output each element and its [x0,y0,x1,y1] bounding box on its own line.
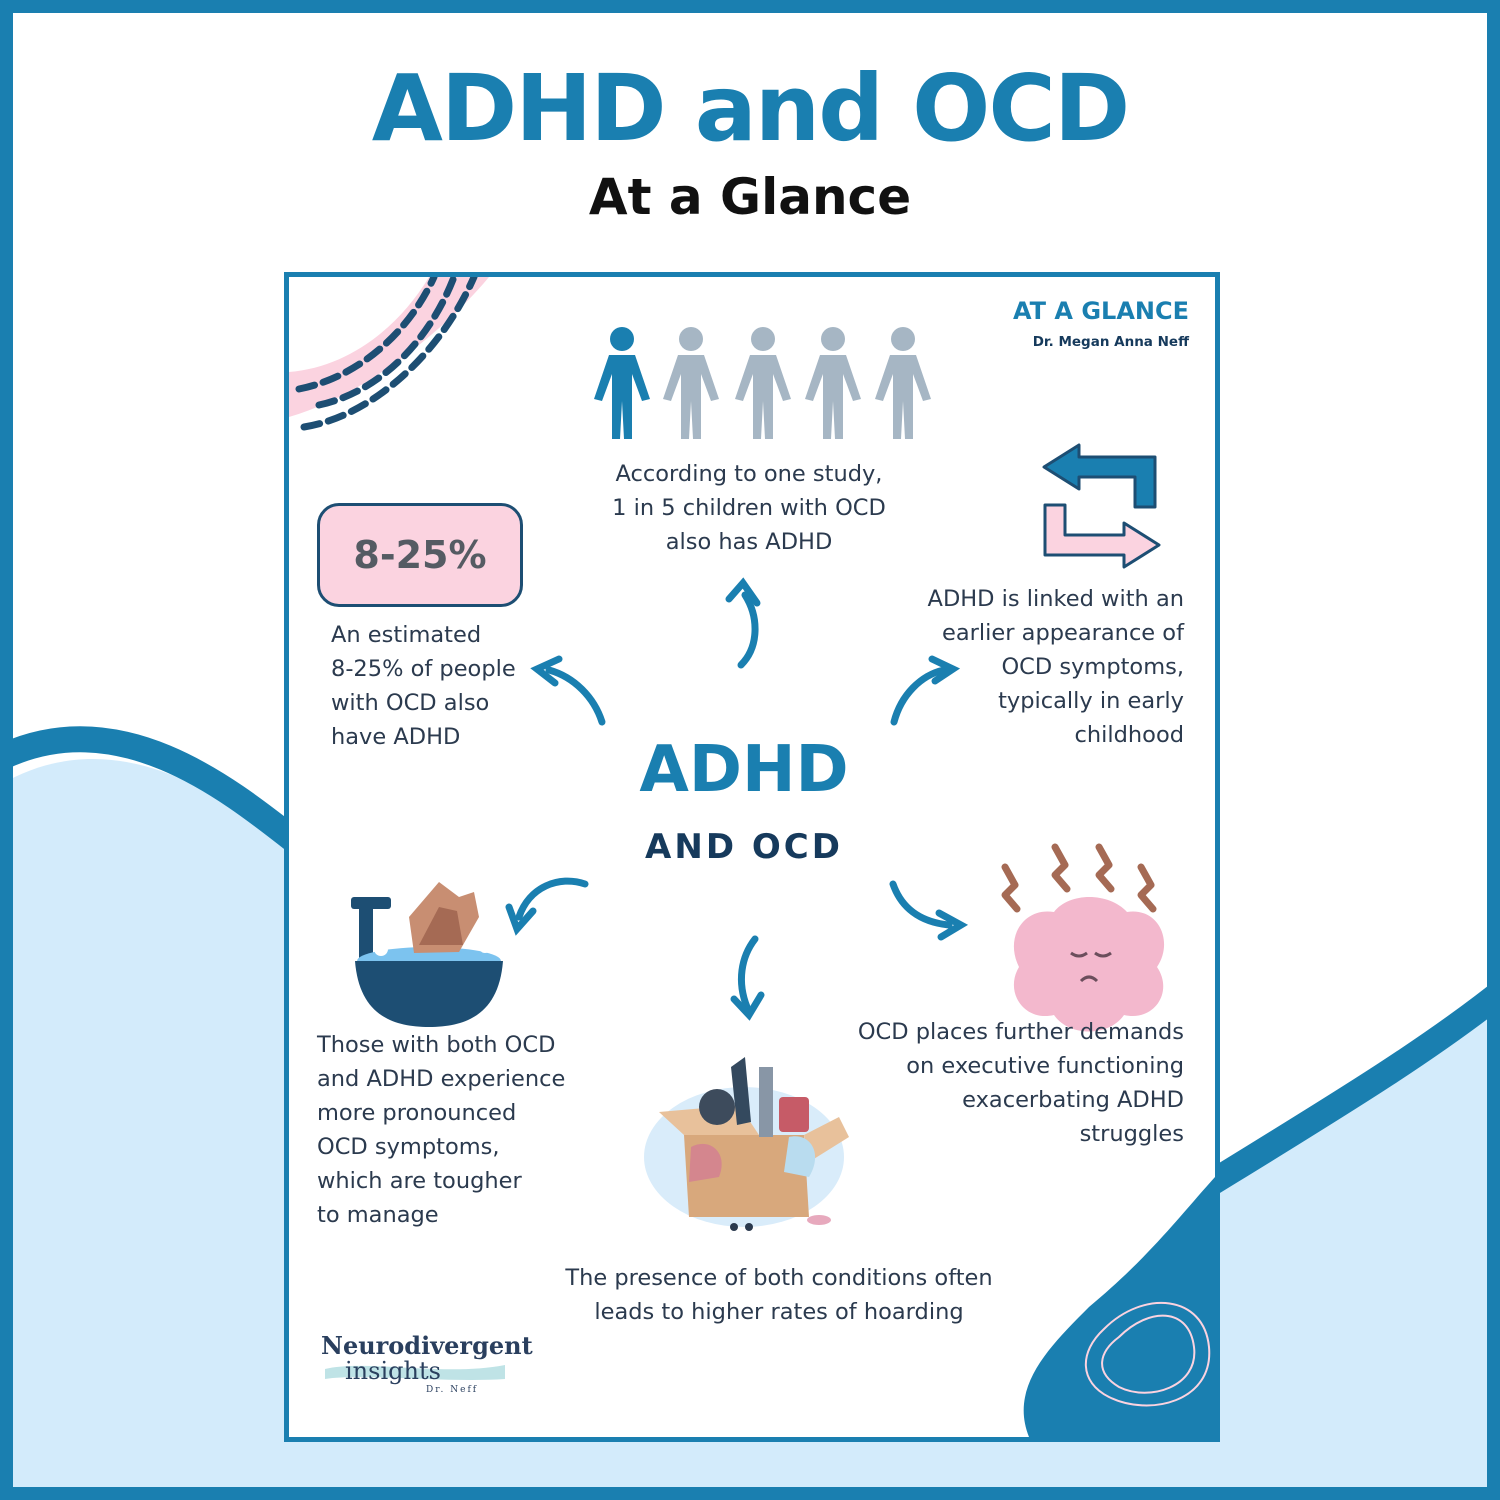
hand-washing-icon [351,882,503,1027]
onset-fact: ADHD is linked with an earlier appearanc… [927,586,1184,748]
estimate-fact: An estimated 8-25% of people with OCD al… [331,622,516,750]
background-wave-line-right [1193,976,1500,1202]
center-title: ADHD [639,733,849,807]
person-highlighted-icon [594,327,650,439]
arrow-up [737,591,759,669]
center-subtitle: AND OCD [645,827,843,867]
logo-subtitle: insights [345,1357,441,1385]
people-icon [594,327,931,439]
corner-swoosh-decoration [289,277,489,431]
logo-brush-stroke [325,1365,505,1380]
logo-author: Dr. Neff [426,1385,479,1395]
infographic-card: AT A GLANCE Dr. Megan Anna Neff Accordin… [284,272,1220,1442]
arrow-right [890,666,948,726]
person-gray-icon-2 [735,327,791,439]
background-wave-fill [0,758,290,1500]
arrow-up-head [725,577,761,607]
arrow-left-head [530,655,563,687]
hoarding-fact: The presence of both conditions often le… [565,1265,993,1325]
background-wave-line [0,726,309,856]
corner-blob-decoration [1023,1177,1215,1437]
symptoms-fact: Those with both OCD and ADHD experience … [317,1032,566,1228]
cluttered-box-icon [644,1057,849,1231]
person-gray-icon-3 [805,327,861,439]
person-gray-icon-1 [663,327,719,439]
swap-arrows-icon [1042,443,1161,569]
executive-fact: OCD places further demands on executive … [857,1019,1184,1147]
author-name: Dr. Megan Anna Neff [1032,334,1189,350]
arrow-left [545,666,606,726]
page-title: ADHD and OCD [371,55,1131,162]
background-wave-fill-right [1200,1000,1500,1500]
arrow-down-right-head [935,909,969,941]
cycle-arrows [505,577,969,1021]
page-subtitle: At a Glance [588,168,912,226]
arrow-down-left [515,877,589,921]
logo-brand: Neurodivergent [321,1331,533,1360]
stressed-brain-icon [1001,843,1165,1032]
arrow-down-right [889,880,953,929]
arrow-down [738,935,759,1011]
study-fact: According to one study, 1 in 5 children … [612,461,886,555]
arrow-right-head [928,655,961,685]
arrow-down-head [730,991,765,1021]
person-gray-icon-4 [875,327,931,439]
stat-badge: 8-25% [317,503,523,607]
card-artwork [289,277,1215,1437]
at-a-glance-label: AT A GLANCE [1012,297,1189,325]
arrow-down-left-head [505,903,537,936]
